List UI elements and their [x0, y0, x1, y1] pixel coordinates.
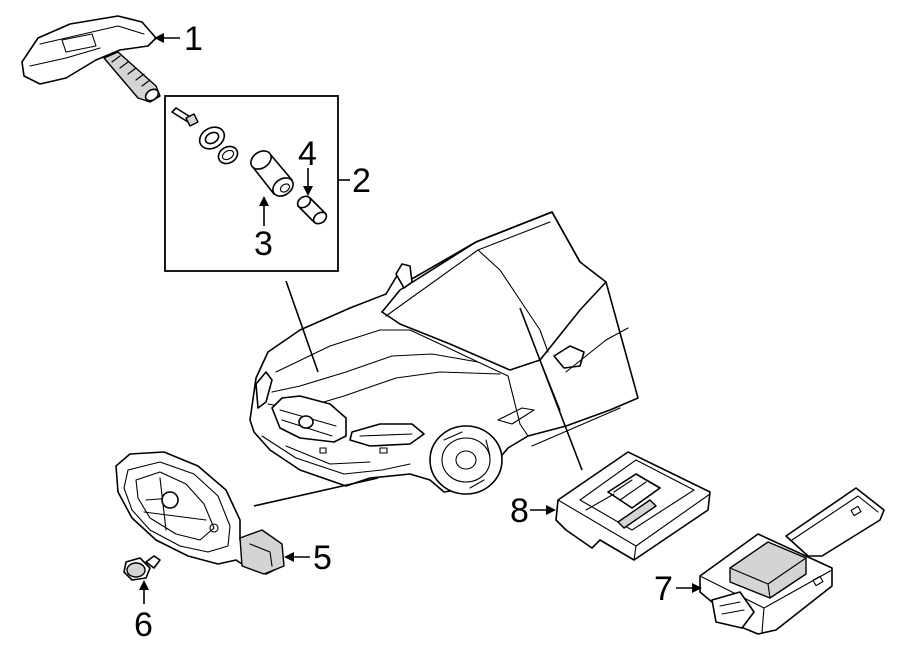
callout-6: 6 — [134, 580, 153, 644]
callout-8: 8 — [510, 492, 556, 530]
callout-2: 2 — [338, 162, 371, 200]
callout-number-3: 3 — [254, 225, 273, 263]
callout-number-6: 6 — [134, 606, 153, 644]
receiver-module-icon — [699, 487, 885, 635]
tire-pressure-sensor-icon — [21, 15, 161, 103]
callout-number-5: 5 — [313, 539, 332, 577]
control-module-icon — [555, 451, 711, 561]
leader-valve-kit-to-car — [285, 280, 319, 373]
callout-number-1: 1 — [184, 20, 203, 58]
callout-3: 3 — [254, 196, 273, 263]
callout-number-8: 8 — [510, 492, 529, 530]
leader-car-to-module — [519, 307, 583, 471]
car-icon — [249, 211, 639, 495]
callout-4: 4 — [298, 135, 317, 196]
leader-car-to-keyfob — [253, 477, 379, 507]
key-fob-icon — [115, 451, 285, 575]
callout-number-7: 7 — [654, 570, 673, 608]
valve-kit-box — [164, 95, 339, 272]
callout-number-2: 2 — [352, 162, 371, 200]
callout-1: 1 — [154, 20, 203, 58]
callout-number-4: 4 — [298, 135, 317, 173]
callout-5: 5 — [284, 539, 332, 577]
callout-7: 7 — [654, 570, 702, 608]
screw-icon — [123, 555, 161, 581]
